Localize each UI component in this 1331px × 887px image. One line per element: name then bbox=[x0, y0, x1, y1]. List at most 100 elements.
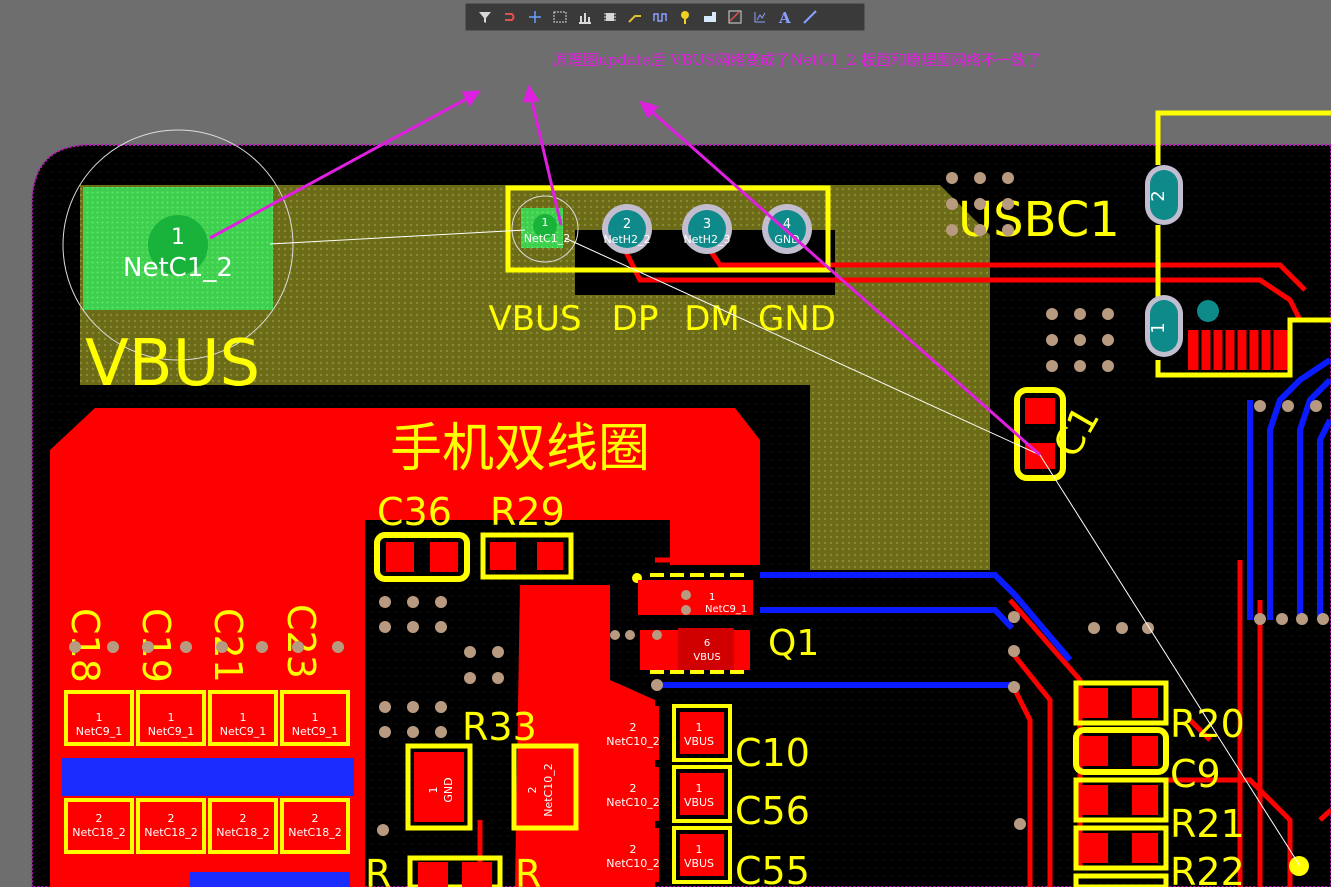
svg-text:2: 2 bbox=[312, 812, 319, 825]
svg-text:1: 1 bbox=[240, 711, 247, 724]
length-tune-icon[interactable] bbox=[647, 5, 672, 29]
selection-circle bbox=[62, 129, 294, 361]
svg-text:VBUS: VBUS bbox=[684, 796, 714, 809]
svg-text:1: 1 bbox=[696, 721, 703, 734]
c36-outline bbox=[374, 532, 470, 582]
usbc1-holes bbox=[946, 172, 1114, 372]
usb-slot-pin-1[interactable] bbox=[1145, 295, 1183, 357]
svg-text:C19: C19 bbox=[134, 608, 178, 683]
svg-text:C10: C10 bbox=[735, 731, 810, 775]
cap-vias bbox=[69, 641, 344, 653]
align-icon[interactable] bbox=[572, 5, 597, 29]
vbus-silk-label: VBUS bbox=[85, 327, 260, 401]
line-icon[interactable] bbox=[797, 5, 822, 29]
route-icon[interactable] bbox=[497, 5, 522, 29]
svg-text:DP: DP bbox=[612, 299, 659, 339]
svg-text:1: 1 bbox=[709, 592, 715, 603]
svg-text:3: 3 bbox=[703, 217, 711, 232]
c36-pad-1[interactable] bbox=[386, 542, 414, 572]
select-rect-icon[interactable] bbox=[547, 5, 572, 29]
cap-outlines bbox=[64, 690, 350, 854]
svg-text:C56: C56 bbox=[735, 789, 810, 833]
q1-label: Q1 bbox=[768, 623, 819, 664]
svg-text:6: 6 bbox=[704, 638, 710, 649]
svg-text:NetC18_2: NetC18_2 bbox=[288, 826, 342, 839]
svg-text:1: 1 bbox=[96, 711, 103, 724]
svg-text:R: R bbox=[515, 852, 541, 887]
svg-text:2: 2 bbox=[96, 812, 103, 825]
misc-vias bbox=[377, 400, 1329, 836]
vbus-via bbox=[148, 215, 208, 275]
c56-group[interactable] bbox=[603, 765, 732, 823]
r33-pad-1[interactable] bbox=[414, 752, 464, 822]
svg-text:VBUS: VBUS bbox=[684, 857, 714, 870]
svg-text:2: 2 bbox=[630, 843, 637, 856]
ratsnest bbox=[269, 229, 1301, 867]
vbus-pad-net: NetC1_2 bbox=[123, 253, 233, 283]
svg-text:NetC9_1: NetC9_1 bbox=[148, 725, 195, 738]
bottom-traces bbox=[660, 357, 1331, 688]
c1-pad-1[interactable] bbox=[1025, 398, 1055, 424]
svg-text:2: 2 bbox=[1148, 190, 1169, 201]
c36-pad-2[interactable] bbox=[430, 542, 458, 572]
svg-text:NetC10_2: NetC10_2 bbox=[542, 763, 555, 817]
interactive-route-icon[interactable] bbox=[622, 5, 647, 29]
svg-text:2: 2 bbox=[630, 721, 637, 734]
svg-text:A: A bbox=[778, 9, 791, 25]
r33-outline-2 bbox=[511, 743, 579, 831]
q1-pad-1[interactable] bbox=[638, 580, 753, 615]
svg-text:R22: R22 bbox=[1170, 850, 1245, 887]
svg-text:2: 2 bbox=[526, 787, 539, 794]
dimension-icon[interactable] bbox=[747, 5, 772, 29]
r29-pad-1[interactable] bbox=[490, 542, 516, 570]
annotation-note: 原理图update后 VBUS网络变成了NetC1_2 板面和原理图网络不一致了 bbox=[553, 51, 1042, 69]
svg-text:C23: C23 bbox=[279, 604, 323, 679]
svg-text:GND: GND bbox=[442, 777, 455, 802]
conn-pin-2[interactable] bbox=[602, 204, 652, 254]
conn-pin-3[interactable] bbox=[682, 204, 732, 254]
svg-text:NetC18_2: NetC18_2 bbox=[216, 826, 270, 839]
r33-pad-2[interactable] bbox=[520, 752, 570, 822]
blue-copper-bottom bbox=[190, 872, 350, 887]
crosshair-icon[interactable] bbox=[522, 5, 547, 29]
svg-text:VBUS: VBUS bbox=[488, 299, 581, 339]
pin-icon[interactable] bbox=[672, 5, 697, 29]
svg-text:2: 2 bbox=[623, 217, 631, 232]
c10-group[interactable] bbox=[603, 704, 732, 762]
svg-text:C36: C36 bbox=[377, 490, 452, 534]
svg-text:1: 1 bbox=[1148, 322, 1169, 333]
vbus-pad-num: 1 bbox=[171, 225, 185, 250]
r33-outline-1 bbox=[405, 743, 473, 831]
pcb-toolbar: A bbox=[465, 3, 865, 31]
svg-text:R33: R33 bbox=[462, 705, 537, 749]
coil-label: 手机双线圈 bbox=[390, 419, 650, 479]
svg-text:C9: C9 bbox=[1170, 752, 1221, 796]
text-icon[interactable]: A bbox=[772, 5, 797, 29]
polygon-icon[interactable] bbox=[697, 5, 722, 29]
svg-text:GND: GND bbox=[758, 299, 836, 339]
usb-slot-pin-2[interactable] bbox=[1145, 165, 1183, 225]
annotation-arrows bbox=[209, 84, 1041, 457]
svg-text:NetC9_1: NetC9_1 bbox=[76, 725, 123, 738]
svg-text:1: 1 bbox=[542, 216, 549, 229]
r29-pad-2[interactable] bbox=[537, 542, 563, 570]
svg-text:NetH2_2: NetH2_2 bbox=[603, 233, 650, 246]
svg-text:NetC10_2: NetC10_2 bbox=[606, 796, 660, 809]
top-traces bbox=[477, 248, 1331, 887]
svg-text:VBUS: VBUS bbox=[693, 652, 720, 663]
svg-text:NetC9_1: NetC9_1 bbox=[292, 725, 339, 738]
blue-copper-band bbox=[62, 758, 354, 796]
c55-group[interactable] bbox=[603, 826, 732, 884]
svg-text:NetC18_2: NetC18_2 bbox=[144, 826, 198, 839]
right-parts[interactable] bbox=[1073, 680, 1169, 887]
filter-icon[interactable] bbox=[472, 5, 497, 29]
svg-text:C55: C55 bbox=[735, 849, 810, 887]
svg-text:2: 2 bbox=[168, 812, 175, 825]
component-icon[interactable] bbox=[597, 5, 622, 29]
svg-text:1: 1 bbox=[168, 711, 175, 724]
diff-pair-icon[interactable] bbox=[722, 5, 747, 29]
svg-text:R20: R20 bbox=[1170, 702, 1245, 746]
svg-text:NetC1_2: NetC1_2 bbox=[524, 232, 571, 245]
